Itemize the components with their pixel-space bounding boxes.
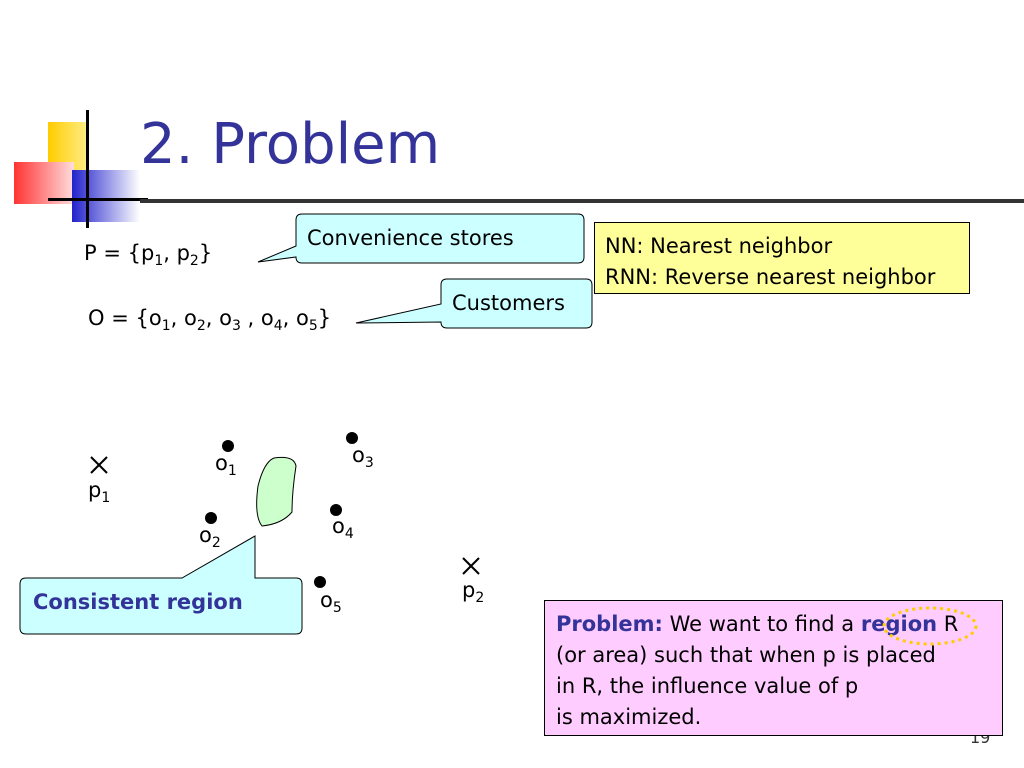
problem-keyword: Problem: bbox=[556, 612, 663, 636]
point-p2 bbox=[462, 557, 480, 575]
label-o4: o4 bbox=[332, 514, 354, 543]
title-rule bbox=[140, 199, 1024, 203]
set-o-definition: O = {o1, o2, o3 , o4, o5} bbox=[88, 306, 332, 335]
page-title: 2. Problem bbox=[140, 112, 441, 177]
problem-line-3: in R, the influence value of p bbox=[556, 674, 859, 698]
customers-callout-shape bbox=[355, 278, 593, 329]
label-o1: o1 bbox=[215, 451, 237, 480]
point-o4 bbox=[330, 504, 342, 516]
slide-logo bbox=[14, 110, 148, 228]
point-o2 bbox=[205, 512, 217, 524]
label-o3: o3 bbox=[352, 443, 374, 472]
consistent-region-shape bbox=[256, 456, 297, 527]
region-keyword: region bbox=[860, 612, 938, 636]
convenience-callout-shape bbox=[257, 213, 585, 264]
set-p-definition: P = {p1, p2} bbox=[84, 241, 213, 270]
label-p2: p2 bbox=[462, 578, 485, 607]
point-o5 bbox=[314, 576, 326, 588]
problem-statement-box: Problem: We want to find a region R (or … bbox=[544, 600, 1003, 736]
point-o1 bbox=[222, 440, 234, 452]
point-p1 bbox=[90, 456, 108, 474]
convenience-stores-label: Convenience stores bbox=[307, 226, 514, 250]
label-o2: o2 bbox=[199, 523, 221, 552]
problem-line-4: is maximized. bbox=[556, 705, 702, 729]
point-o3 bbox=[346, 432, 358, 444]
legend-nn: NN: Nearest neighbor bbox=[605, 234, 833, 258]
label-p1: p1 bbox=[88, 478, 111, 507]
label-o5: o5 bbox=[320, 588, 342, 617]
problem-line-1: Problem: We want to find a region R bbox=[556, 612, 959, 636]
region-highlight-ellipse bbox=[882, 606, 978, 646]
customers-label: Customers bbox=[452, 291, 565, 315]
problem-line-2: (or area) such that when p is placed bbox=[556, 643, 936, 667]
legend-rnn: RNN: Reverse nearest neighbor bbox=[605, 265, 936, 289]
consistent-region-callout-shape bbox=[19, 535, 303, 635]
abbreviation-legend: NN: Nearest neighbor RNN: Reverse neares… bbox=[594, 222, 970, 294]
consistent-region-label: Consistent region bbox=[33, 590, 243, 614]
